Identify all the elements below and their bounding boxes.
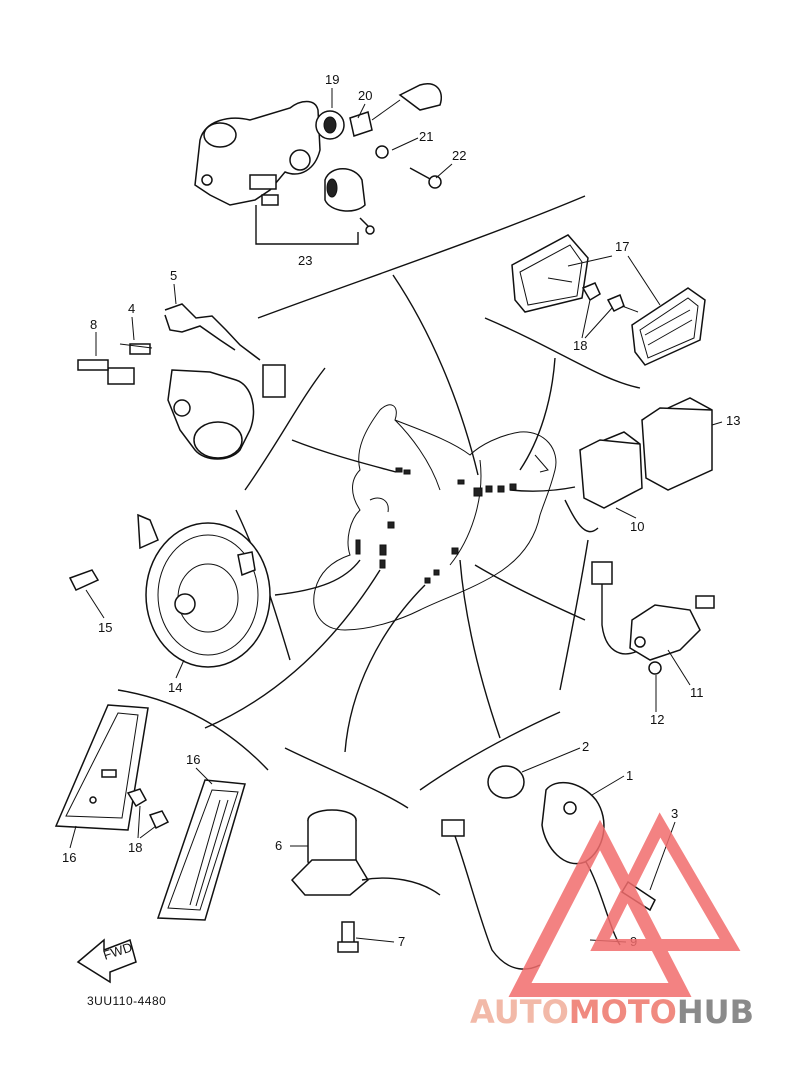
- callout-6: 6: [275, 838, 282, 853]
- callout-3: 3: [671, 806, 678, 821]
- watermark-hub: HUB: [677, 993, 754, 1031]
- callout-7: 7: [398, 934, 405, 949]
- callout-23: 23: [298, 253, 312, 268]
- watermark-logo: [508, 812, 741, 997]
- callout-11: 11: [690, 685, 704, 700]
- callout-22: 22: [452, 148, 466, 163]
- watermark-text: AUTOMOTOHUB: [470, 993, 754, 1031]
- callout-2: 2: [582, 739, 589, 754]
- relay-group: [579, 397, 713, 509]
- frame-outline: [313, 404, 557, 631]
- callout-labels: 19 20 21 22 23 17 18 5 4 8 13 10 11 12 1…: [62, 72, 740, 949]
- callout-15: 15: [98, 620, 112, 635]
- fwd-arrow: FWD: [76, 938, 137, 984]
- callout-16-left: 16: [62, 850, 76, 865]
- diagram-code: 3UU110-4480: [87, 994, 166, 1008]
- leader-lines: [204, 274, 586, 753]
- callout-8: 8: [90, 317, 97, 332]
- horn-group: [68, 513, 271, 668]
- callout-13: 13: [726, 413, 740, 428]
- callout-10: 10: [630, 519, 644, 534]
- callout-21: 21: [419, 129, 433, 144]
- solenoid-group: [290, 809, 441, 953]
- callout-leaders: [69, 88, 723, 943]
- callout-19: 19: [325, 72, 339, 87]
- callout-14: 14: [168, 680, 182, 695]
- callout-1: 1: [626, 768, 633, 783]
- callout-18-side: 18: [128, 840, 142, 855]
- handlebar-switch-assembly: [194, 83, 442, 245]
- watermark-moto: MOTO: [569, 993, 677, 1031]
- watermark-auto: AUTO: [470, 993, 569, 1031]
- callout-5: 5: [170, 268, 177, 283]
- callout-16-right: 16: [186, 752, 200, 767]
- callout-12: 12: [650, 712, 664, 727]
- sensor-switch-group: [77, 303, 286, 460]
- callout-18-rear: 18: [573, 338, 587, 353]
- side-reflector-group: [54, 704, 246, 921]
- callout-17: 17: [615, 239, 629, 254]
- callout-4: 4: [128, 301, 135, 316]
- callout-20: 20: [358, 88, 372, 103]
- rear-reflector-group: [511, 234, 706, 366]
- speed-sensor-group: [591, 561, 715, 675]
